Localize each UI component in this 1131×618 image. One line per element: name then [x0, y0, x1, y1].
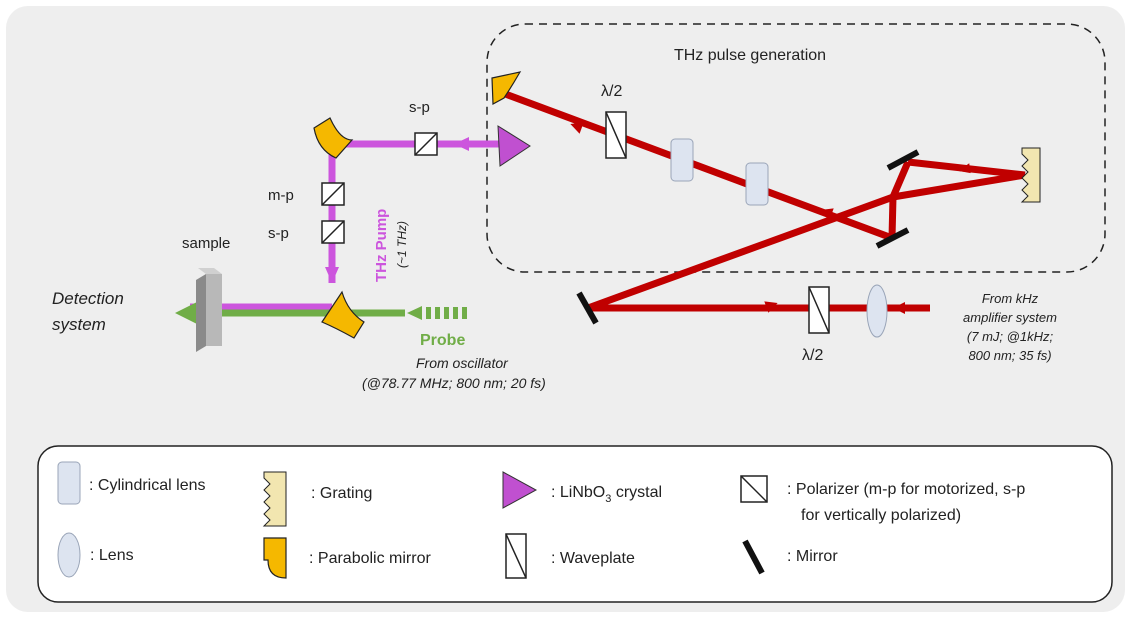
- thz-beam-arrow-left: [454, 137, 469, 151]
- legend-cylindrical-lens-icon: [57, 461, 81, 505]
- legend-box: [37, 445, 1113, 603]
- waveplate-bottom-icon: [808, 286, 830, 334]
- linbo3-crystal-icon: [497, 125, 531, 167]
- sample-icon: [196, 268, 222, 352]
- amplifier-label-line4: 800 nm; 35 fs): [968, 348, 1051, 363]
- mirror-mid-right-icon: [875, 227, 910, 249]
- amplifier-label-line3: (7 mJ; @1kHz;: [967, 329, 1054, 344]
- legend-lens-icon: [57, 532, 81, 578]
- legend-waveplate-icon: [505, 533, 527, 579]
- legend-grating-label: : Grating: [311, 485, 372, 502]
- grating-icon: [1020, 147, 1041, 203]
- oscillator-label-line2: (@78.77 MHz; 800 nm; 20 fs): [362, 375, 546, 391]
- parabolic-mirror-crystal-icon: [491, 71, 522, 105]
- legend-mirror-icon: [742, 539, 765, 575]
- legend-polarizer-label-line2: for vertically polarized): [801, 507, 961, 524]
- polarizer-sp-top-icon: [414, 132, 438, 156]
- legend-lens-label: : Lens: [90, 547, 134, 564]
- lens-icon: [866, 284, 888, 338]
- thz-generation-box: [486, 23, 1106, 273]
- mp-label: m-p: [268, 187, 294, 204]
- detection-label-line1: Detection: [52, 289, 124, 308]
- polarizer-sp-mid-icon: [321, 220, 345, 244]
- legend-cylindrical-lens-label: : Cylindrical lens: [89, 477, 205, 494]
- legend-parabolic-mirror-label: : Parabolic mirror: [309, 550, 431, 567]
- legend-waveplate-label: : Waveplate: [551, 550, 635, 567]
- legend-mirror-label: : Mirror: [787, 548, 838, 565]
- legend-crystal-icon: [502, 471, 538, 509]
- legend-grating-icon: [262, 471, 287, 527]
- sp-mid-label: s-p: [268, 225, 289, 242]
- cylindrical-lens-2-icon: [745, 162, 769, 206]
- waveplate-top-icon: [605, 111, 627, 159]
- thz-beam-arrow-down: [325, 267, 339, 283]
- legend-crystal-label: : LiNbO3 crystal: [551, 484, 662, 505]
- legend-polarizer-label-line1: : Polarizer (m-p for motorized, s-p: [787, 481, 1025, 498]
- mirror-bottom-left-icon: [576, 291, 599, 325]
- red-beam-arrows: [570, 122, 971, 314]
- sample-label: sample: [182, 235, 230, 252]
- probe-beam: [175, 302, 467, 324]
- oscillator-label-line1: From oscillator: [416, 355, 509, 371]
- half-wave-top-label: λ/2: [601, 83, 622, 100]
- detection-label-line2: system: [52, 315, 106, 334]
- parabolic-mirror-top-left-icon: [313, 117, 354, 159]
- probe-label: Probe: [420, 332, 465, 349]
- parabolic-mirror-sample-icon: [321, 290, 365, 339]
- thz-frequency-label: (~1 THz): [395, 221, 409, 268]
- thz-generation-title: THz pulse generation: [674, 47, 826, 64]
- sp-top-label: s-p: [409, 99, 430, 116]
- thz-pump-label: THz Pump: [373, 209, 390, 282]
- amplifier-label-line2: amplifier system: [963, 310, 1057, 325]
- cylindrical-lens-1-icon: [670, 138, 694, 182]
- polarizer-mp-icon: [321, 182, 345, 206]
- half-wave-bottom-label: λ/2: [802, 347, 823, 364]
- legend-polarizer-icon: [740, 475, 768, 503]
- amplifier-label-line1: From kHz: [982, 291, 1039, 306]
- mirror-top-right-icon: [886, 149, 920, 171]
- legend-parabolic-mirror-icon: [263, 537, 287, 579]
